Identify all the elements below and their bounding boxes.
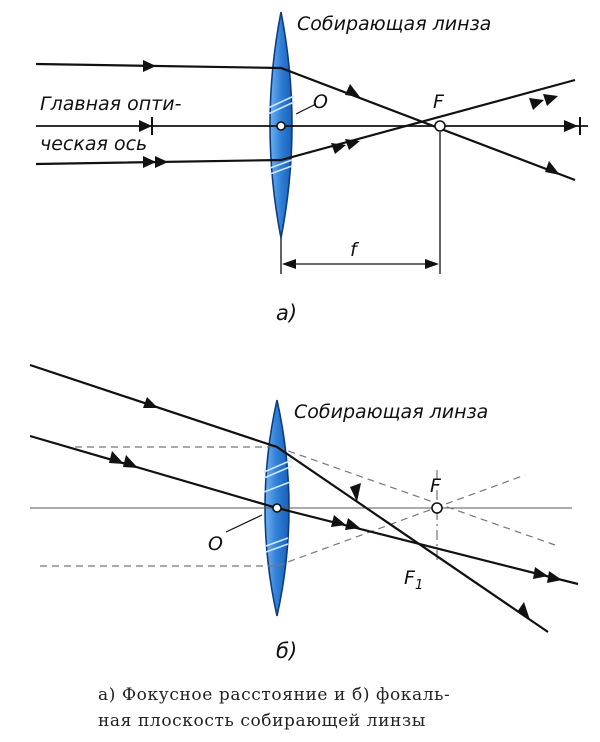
caption-line-1: а) Фокусное расстояние и б) фокаль- (98, 685, 451, 705)
diagram-a: Собирающая линза Главная опти- ческая ос… (35, 11, 588, 325)
focal-point-letter: F (404, 567, 416, 589)
caption-line-2: ная плоскость собирающей линзы (98, 711, 426, 731)
focal-point-label: F1 (404, 567, 423, 593)
focus-point-a (434, 120, 446, 132)
focus-label-b: F (430, 475, 442, 497)
diagram-b: Собирающая линза O F F1 б) (29, 363, 579, 663)
construction-lines (40, 446, 556, 567)
principal-axis-label-line2: ческая ось (40, 133, 147, 155)
center-label-a: O (313, 91, 328, 113)
figure-caption: а) Фокусное расстояние и б) фокаль- ная … (98, 682, 598, 734)
lens-highlight-a (267, 95, 295, 175)
lens-label-b: Собирающая линза (294, 401, 488, 423)
center-leader-a (295, 103, 317, 115)
principal-axis-label-line1: Главная опти- (40, 93, 182, 115)
panel-label-a: a) (276, 301, 297, 325)
center-leader-b (225, 514, 263, 533)
ray-arrows-b (109, 397, 562, 620)
lens-label-a: Собирающая линза (297, 13, 491, 35)
center-label-b: O (208, 533, 223, 555)
focal-length-label: f (350, 239, 360, 261)
focal-point-subscript: 1 (415, 578, 423, 593)
ray-arrows-a (139, 60, 578, 175)
panel-label-b: б) (276, 639, 297, 663)
dimension-arrows (282, 259, 439, 269)
focal-length-dimension (280, 132, 441, 274)
focus-point-b (431, 502, 443, 514)
optical-center-b (272, 503, 282, 513)
rays-a (35, 62, 576, 182)
lens-highlight-b (263, 459, 293, 553)
focus-label-a: F (433, 91, 445, 113)
optical-center-a (276, 121, 286, 131)
